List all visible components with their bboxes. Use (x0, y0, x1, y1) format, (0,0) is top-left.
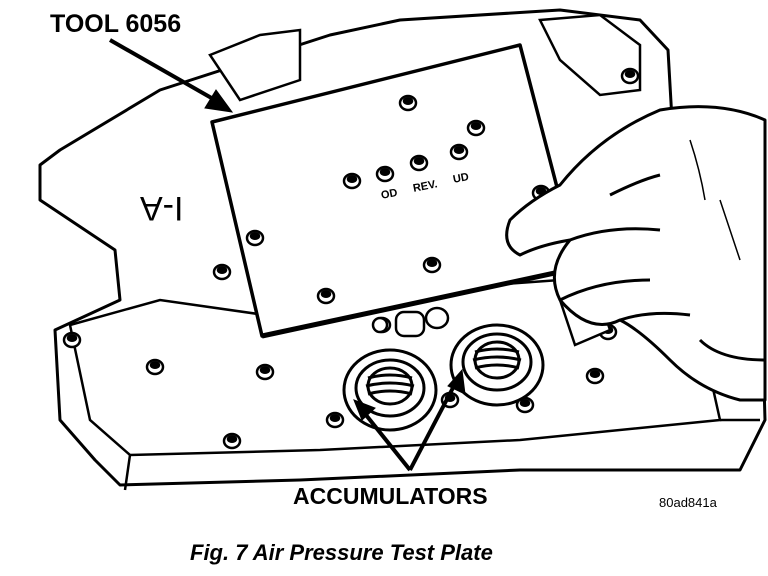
figure-code: 80ad841a (659, 495, 717, 510)
bolt-hole-shadow (519, 398, 531, 408)
figure-caption: Fig. 7 Air Pressure Test Plate (190, 540, 493, 565)
bolt-hole-shadow (66, 333, 78, 343)
tool-label: TOOL 6056 (50, 10, 182, 38)
test-plate (210, 43, 580, 339)
bolt-hole-shadow (470, 121, 482, 131)
accumulator-right (449, 323, 545, 407)
bolt-hole-shadow (226, 434, 238, 444)
bolt-hole-shadow (249, 231, 261, 241)
accumulator-left (342, 348, 438, 432)
bolt-hole-shadow (413, 156, 425, 166)
bolt-hole-shadow (329, 413, 341, 423)
case-stamp: A-I (140, 189, 184, 227)
plate-holes (245, 94, 551, 305)
bolt-hole-shadow (453, 145, 465, 155)
tool-arrow (109, 38, 234, 113)
bolt-hole-shadow (624, 69, 636, 79)
bolt-hole-shadow (402, 96, 414, 106)
accumulator-arrows (353, 368, 466, 472)
bolt-hole-shadow (149, 360, 161, 370)
bolt-hole-shadow (589, 369, 601, 379)
bolt-hole-shadow (426, 258, 438, 268)
bolt-hole-shadow (346, 174, 358, 184)
hand (505, 105, 767, 402)
bolt-hole-shadow (216, 265, 228, 275)
case-bolt-holes (62, 67, 640, 450)
bolt-hole-shadow (535, 186, 547, 196)
bolt-hole-shadow (259, 365, 271, 375)
accumulators-label: ACCUMULATORS (293, 483, 488, 509)
bolt-hole-shadow (320, 289, 332, 299)
bolt-hole-shadow (379, 167, 391, 177)
